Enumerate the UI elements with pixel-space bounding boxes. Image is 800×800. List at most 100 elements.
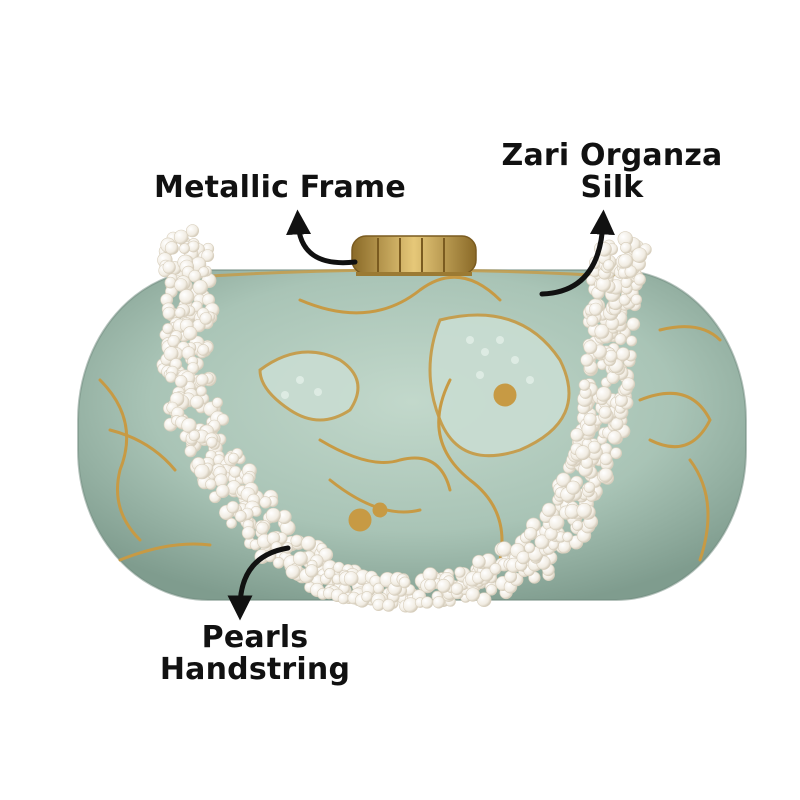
pearl-bead <box>305 564 319 578</box>
curved-arrow-icon <box>539 209 615 297</box>
pearl-bead <box>620 242 632 254</box>
pearl-bead <box>162 306 176 320</box>
pearl-bead <box>548 514 565 531</box>
pearl-bead <box>583 340 598 355</box>
pearl-bead <box>570 428 584 442</box>
pearl-bead <box>226 517 237 529</box>
pearl-bead <box>183 326 198 341</box>
pearl-bead <box>373 582 385 594</box>
pearl-bead <box>162 323 174 335</box>
pearl-bead <box>300 535 316 551</box>
pearl-bead <box>174 307 186 319</box>
pearl-bead <box>190 395 204 409</box>
zari-organza-silk-label: Zari Organza Silk <box>492 140 732 204</box>
pearl-bead <box>398 576 411 589</box>
pearl-bead <box>580 353 594 367</box>
pearl-bead <box>616 347 631 362</box>
pearl-bead <box>523 527 538 541</box>
pearl-bead <box>589 302 603 316</box>
pearl-bead <box>586 314 599 327</box>
pearl-bead <box>626 335 638 347</box>
pearl-bead <box>285 564 301 580</box>
pearl-bead <box>630 294 643 306</box>
zari-embroidery <box>98 275 722 562</box>
pearl-bead <box>583 481 596 494</box>
pearl-bead <box>196 373 209 387</box>
pearl-bead <box>594 323 610 339</box>
pearl-bead <box>324 567 336 580</box>
pearl-bead <box>165 371 177 383</box>
pearl-bead <box>610 447 622 460</box>
pearl-bead <box>205 478 217 490</box>
pearl-bead <box>361 591 373 603</box>
pearl-bead <box>382 598 395 612</box>
pearl-bead <box>485 584 498 596</box>
pearl-bead <box>215 484 230 498</box>
pearls-label-line1: Pearls <box>201 620 309 655</box>
pearl-bead <box>265 507 281 523</box>
pearl-bead <box>450 582 464 595</box>
pearl-bead <box>424 578 437 592</box>
pearl-bead <box>602 259 615 271</box>
pearl-bead <box>173 229 189 245</box>
pearl-bead <box>432 596 445 609</box>
pearl-bead <box>234 510 247 523</box>
pearl-bead <box>421 596 434 609</box>
pearl-bead <box>259 496 272 509</box>
pearls-handstring-label: Pearls Handstring <box>150 622 360 686</box>
pearl-bead <box>614 393 628 407</box>
pearls-label-line2: Handstring <box>159 652 351 687</box>
pearl-bead <box>227 452 240 465</box>
pearl-bead <box>197 344 210 356</box>
pearl-bead <box>556 472 571 488</box>
pearl-bead <box>174 374 188 388</box>
pearl-bead <box>241 526 256 540</box>
zari-label-line1: Zari Organza <box>501 138 723 173</box>
pearl-bead <box>343 571 359 586</box>
pearl-bead <box>496 541 512 557</box>
pearl-bead <box>578 379 591 391</box>
pearl-bead <box>534 534 550 550</box>
pearl-handstring <box>156 224 652 613</box>
pearl-bead <box>587 440 601 454</box>
pearl-bead <box>290 534 303 547</box>
pearl-bead <box>598 467 613 483</box>
pearl-bead <box>226 500 240 514</box>
metallic-frame-label: Metallic Frame <box>154 170 406 205</box>
pearl-bead <box>162 260 176 274</box>
pearl-bead <box>596 386 612 402</box>
pearl-bead <box>174 278 188 292</box>
pearl-bead <box>194 463 210 480</box>
pearl-bead <box>186 224 200 238</box>
curved-arrow-icon <box>227 545 291 621</box>
pearl-bead <box>572 519 584 531</box>
pearl-bead <box>216 413 230 426</box>
pearl-bead <box>598 405 612 419</box>
pearl-bead <box>618 253 633 269</box>
pearl-bead <box>465 587 480 602</box>
pearl-bead <box>229 465 242 478</box>
zari-label-line2: Silk <box>580 170 644 205</box>
pearl-bead <box>255 521 269 535</box>
pearl-bead <box>188 429 201 442</box>
pearl-bead <box>454 566 466 578</box>
pearl-bead <box>201 249 215 262</box>
pearl-bead <box>489 563 502 575</box>
pearl-bead <box>607 430 622 445</box>
pearl-bead <box>575 445 591 461</box>
pearl-bead <box>436 578 451 593</box>
pearl-bead <box>566 480 581 495</box>
pearl-bead <box>631 247 648 263</box>
pearl-bead <box>199 312 213 325</box>
pearl-bead <box>472 554 486 569</box>
pearl-bead <box>524 542 535 554</box>
pearl-bead <box>292 551 308 566</box>
pearl-bead <box>272 556 285 569</box>
pearl-bead <box>541 502 557 517</box>
metallic-clasp <box>351 235 477 276</box>
pearl-bead <box>516 550 530 565</box>
pearl-bead <box>212 397 223 408</box>
pearl-bead <box>562 531 573 543</box>
